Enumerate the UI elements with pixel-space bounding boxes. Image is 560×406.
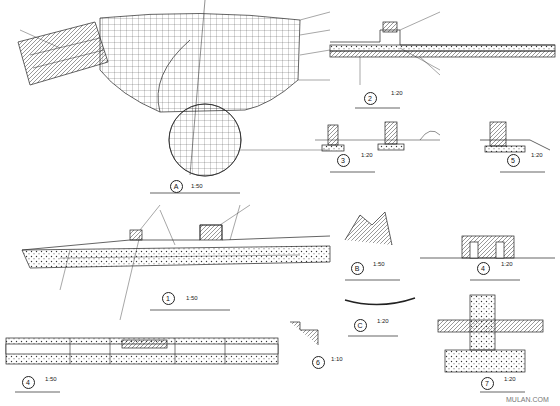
- scale-note: 1:50: [185, 295, 199, 301]
- callout-circle: 1: [162, 292, 175, 305]
- callout-number: 3: [341, 157, 345, 164]
- callout-circle: 4: [477, 262, 490, 275]
- callout-circle: 7: [481, 377, 494, 390]
- callout-circle: 6: [312, 356, 325, 369]
- callout-number: 2: [368, 95, 372, 102]
- scale-note: 1:20: [530, 152, 544, 158]
- scale-note: 1:20: [360, 152, 374, 158]
- callout-number: 1: [166, 295, 170, 302]
- callout-circle: A: [170, 180, 183, 193]
- callout-number: 5: [511, 157, 515, 164]
- callout-number: 7: [485, 380, 489, 387]
- callout-circle: 3: [337, 154, 350, 167]
- callout-circle: 2: [364, 92, 377, 105]
- scale-note: 1:50: [44, 376, 58, 382]
- scale-note: 1:10: [330, 356, 344, 362]
- callout-circle: 5: [507, 154, 520, 167]
- callout-circle: B: [351, 262, 364, 275]
- scale-note: 1:50: [190, 183, 204, 189]
- callout-number: A: [174, 183, 179, 190]
- callout-number: 6: [316, 359, 320, 366]
- scale-note: 1:20: [503, 376, 517, 382]
- scale-note: 1:20: [500, 261, 514, 267]
- scale-note: 1:20: [376, 318, 390, 324]
- callout-circle: 4: [22, 376, 35, 389]
- callout-number: 4: [26, 379, 30, 386]
- scale-note: 1:20: [390, 90, 404, 96]
- callout-number: 4: [481, 265, 485, 272]
- callout-number: B: [355, 265, 360, 272]
- scale-note: 1:50: [372, 261, 386, 267]
- callout-number: C: [357, 322, 362, 329]
- callout-circle: C: [354, 319, 367, 332]
- watermark: MULAN.COM: [505, 396, 550, 403]
